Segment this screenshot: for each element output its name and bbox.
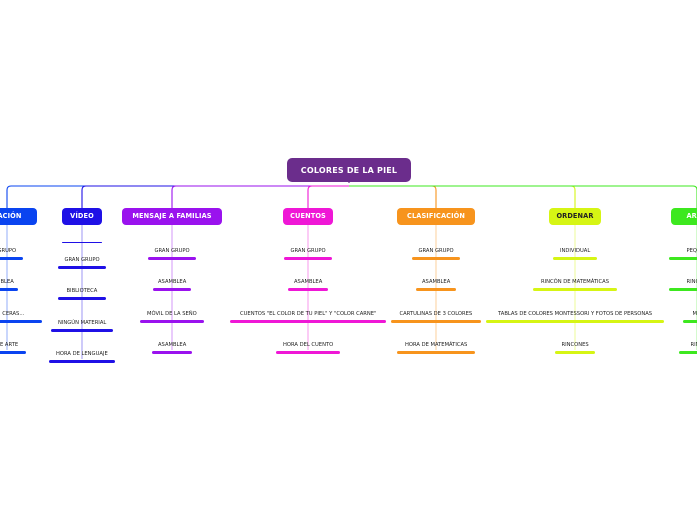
leaf-label[interactable]: BIBLIOTECA [66,288,98,294]
leaf-underline [284,257,332,260]
leaf-underline [51,329,113,332]
leaf-label[interactable]: GRAN GRUPO [290,248,326,254]
leaf-underline [553,257,597,260]
leaf-underline [140,320,204,323]
leaf-underline [683,320,697,323]
leaf-label[interactable]: PEQUEÑ [686,248,697,254]
leaf-underline [0,288,18,291]
leaf-underline [0,351,26,354]
leaf-label[interactable]: HORA DEL CUENTO [283,342,334,348]
leaf-label[interactable]: RINCÓN DE MATEMÁTICAS [541,279,610,285]
leaf-underline [49,360,115,363]
leaf-underline [58,297,106,300]
leaf-label[interactable]: DE ARTE [0,342,19,348]
leaf-underline [276,351,340,354]
leaf-label[interactable]: ASAMBLEA [158,279,187,285]
leaf-underline [153,288,191,291]
leaf-label[interactable]: UJO, CERAS... [0,311,25,317]
leaf-underline [230,320,386,323]
leaf-label[interactable]: NINGÚN MATERIAL [58,320,107,326]
leaf-label[interactable]: CUENTOS "EL COLOR DE TU PIEL" Y "COLOR C… [240,311,377,317]
branch-node-3[interactable]: CUENTOS [283,207,333,225]
leaf-underline [0,320,42,323]
leaf-underline [412,257,460,260]
leaf-label[interactable]: TABLAS DE COLORES MONTESSORI Y FOTOS DE … [498,311,653,317]
leaf-underline [152,351,192,354]
leaf-underline [0,257,23,260]
leaf-underline [669,288,697,291]
branch-node-2[interactable]: MENSAJE A FAMILIAS [122,207,222,225]
leaf-underline [288,288,328,291]
leaf-underline [679,351,697,354]
leaf-underline [397,351,475,354]
leaf-label[interactable]: MÓVIL DE LA SEÑO [147,311,197,317]
leaf-label[interactable]: RINCONES [561,342,589,348]
leaf-underline [391,320,481,323]
leaf-label[interactable]: RINCÓN [686,279,697,285]
leaf-label[interactable]: CARTULINAS DE 3 COLORES [399,311,473,317]
root-node[interactable]: COLORES DE LA PIEL [287,158,411,182]
leaf-underline [62,242,102,243]
leaf-label[interactable]: GRAN GRUPO [418,248,454,254]
branch-node-0[interactable]: CACIÓN [0,207,37,225]
leaf-underline [533,288,617,291]
leaf-underline [416,288,456,291]
leaf-label[interactable]: BLEA [0,279,14,285]
branch-node-1[interactable]: VÍDEO [62,207,102,225]
leaf-underline [669,257,697,260]
leaf-label[interactable]: ASAMBLEA [422,279,451,285]
leaf-label[interactable]: HORA DE MATEMÁTICAS [405,342,468,348]
leaf-underline [148,257,196,260]
leaf-label[interactable]: HORA DE LENGUAJE [56,351,108,357]
leaf-label[interactable]: ASAMBLEA [158,342,187,348]
leaf-label[interactable]: GRUPO [0,248,17,254]
leaf-label[interactable]: RINC [690,342,697,348]
leaf-label[interactable]: MÓ [692,311,697,317]
leaf-label[interactable]: INDIVIDUAL [560,248,591,254]
leaf-underline [555,351,595,354]
leaf-label[interactable]: GRAN GRUPO [154,248,190,254]
branch-node-4[interactable]: CLASIFICACIÓN [397,207,475,225]
branch-node-5[interactable]: ORDENAR [549,207,601,225]
branch-node-6[interactable]: ARCO [671,207,697,225]
leaf-underline [486,320,664,323]
leaf-label[interactable]: ASAMBLEA [294,279,323,285]
leaf-label[interactable]: GRAN GRUPO [64,257,100,263]
leaf-underline [58,266,106,269]
